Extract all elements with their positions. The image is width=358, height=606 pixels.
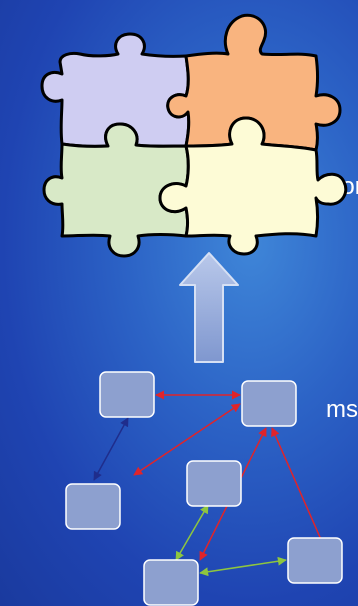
network-edge-n7-n6 (199, 556, 287, 577)
label-bottom-fragment: ms (326, 396, 358, 423)
network-edge-n3-n7 (175, 504, 209, 561)
network-edge-n2-n5 (133, 403, 241, 476)
network-nodes (65, 371, 343, 606)
network-edge-n1-n4 (93, 417, 129, 481)
network-node-n3 (186, 460, 242, 507)
network-node-n2 (241, 380, 297, 427)
network-node-n1 (99, 371, 155, 418)
puzzle-piece-yellow (158, 116, 348, 256)
puzzle-illustration (40, 13, 348, 258)
up-arrow-icon (179, 252, 239, 363)
puzzle-piece-orange (166, 13, 342, 152)
network-node-n7 (287, 537, 343, 584)
network-node-n4 (65, 483, 121, 530)
network-node-n6 (143, 559, 199, 606)
